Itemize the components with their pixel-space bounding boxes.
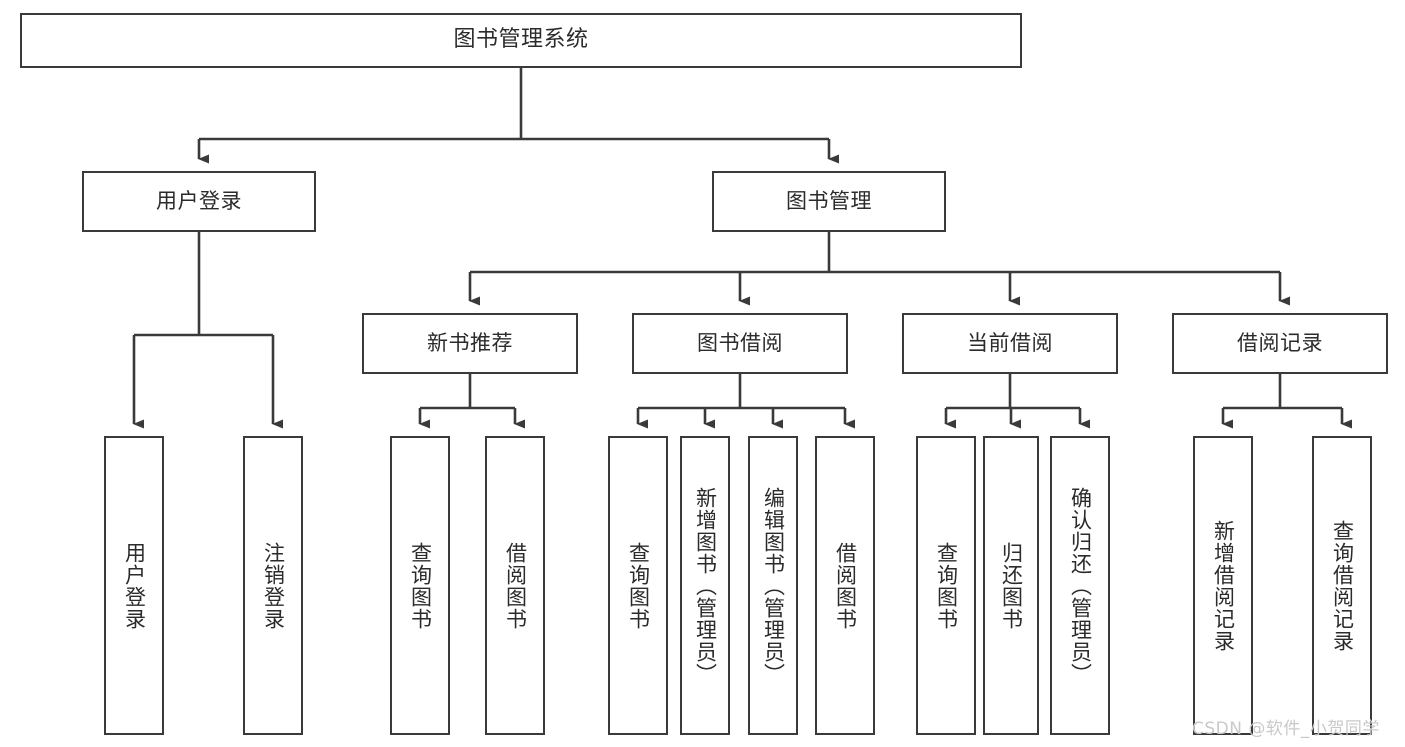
node-leaf_query1[interactable]: 查询图书 [390, 436, 450, 735]
node-book_manage[interactable]: 图书管理 [712, 171, 946, 232]
node-label: 用户登录 [156, 188, 242, 213]
node-leaf_borrow2[interactable]: 借阅图书 [815, 436, 875, 735]
node-new_book_rec[interactable]: 新书推荐 [362, 313, 578, 374]
node-label: 新增图书（管理员） [693, 486, 718, 685]
node-leaf_return[interactable]: 归还图书 [983, 436, 1039, 735]
node-borrow_record[interactable]: 借阅记录 [1172, 313, 1388, 374]
node-label: 查询图书 [626, 541, 651, 630]
node-label: 编辑图书（管理员） [761, 486, 786, 685]
node-label: 当前借阅 [967, 330, 1053, 355]
node-label: 图书管理 [786, 188, 872, 213]
node-leaf_query_rec[interactable]: 查询借阅记录 [1312, 436, 1372, 735]
csdn-watermark: CSDN @软件_小贺同学 [1192, 719, 1380, 739]
node-leaf_query2[interactable]: 查询图书 [608, 436, 668, 735]
node-label: 借阅记录 [1237, 330, 1323, 355]
node-label: 借阅图书 [503, 541, 528, 630]
node-label: 查询图书 [934, 541, 959, 630]
node-label: 用户登录 [122, 541, 147, 630]
node-leaf_confirm[interactable]: 确认归还（管理员） [1050, 436, 1110, 735]
node-label: 查询图书 [408, 541, 433, 630]
node-leaf_logout[interactable]: 注销登录 [243, 436, 303, 735]
node-root[interactable]: 图书管理系统 [20, 13, 1022, 68]
node-book_borrow[interactable]: 图书借阅 [632, 313, 848, 374]
node-user_login[interactable]: 用户登录 [82, 171, 316, 232]
node-label: 图书管理系统 [453, 27, 589, 53]
node-label: 注销登录 [261, 541, 286, 630]
node-leaf_add_rec[interactable]: 新增借阅记录 [1193, 436, 1253, 735]
node-label: 归还图书 [999, 541, 1024, 630]
node-leaf_query3[interactable]: 查询图书 [916, 436, 976, 735]
node-label: 借阅图书 [833, 541, 858, 630]
node-leaf_borrow1[interactable]: 借阅图书 [485, 436, 545, 735]
node-leaf_add_book[interactable]: 新增图书（管理员） [680, 436, 730, 735]
node-label: 图书借阅 [697, 330, 783, 355]
node-label: 查询借阅记录 [1330, 519, 1355, 652]
node-label: 新增借阅记录 [1211, 519, 1236, 652]
node-label: 确认归还（管理员） [1068, 486, 1093, 685]
node-leaf_edit_book[interactable]: 编辑图书（管理员） [748, 436, 798, 735]
node-current_borrow[interactable]: 当前借阅 [902, 313, 1118, 374]
node-label: 新书推荐 [427, 330, 513, 355]
node-leaf_login[interactable]: 用户登录 [104, 436, 164, 735]
